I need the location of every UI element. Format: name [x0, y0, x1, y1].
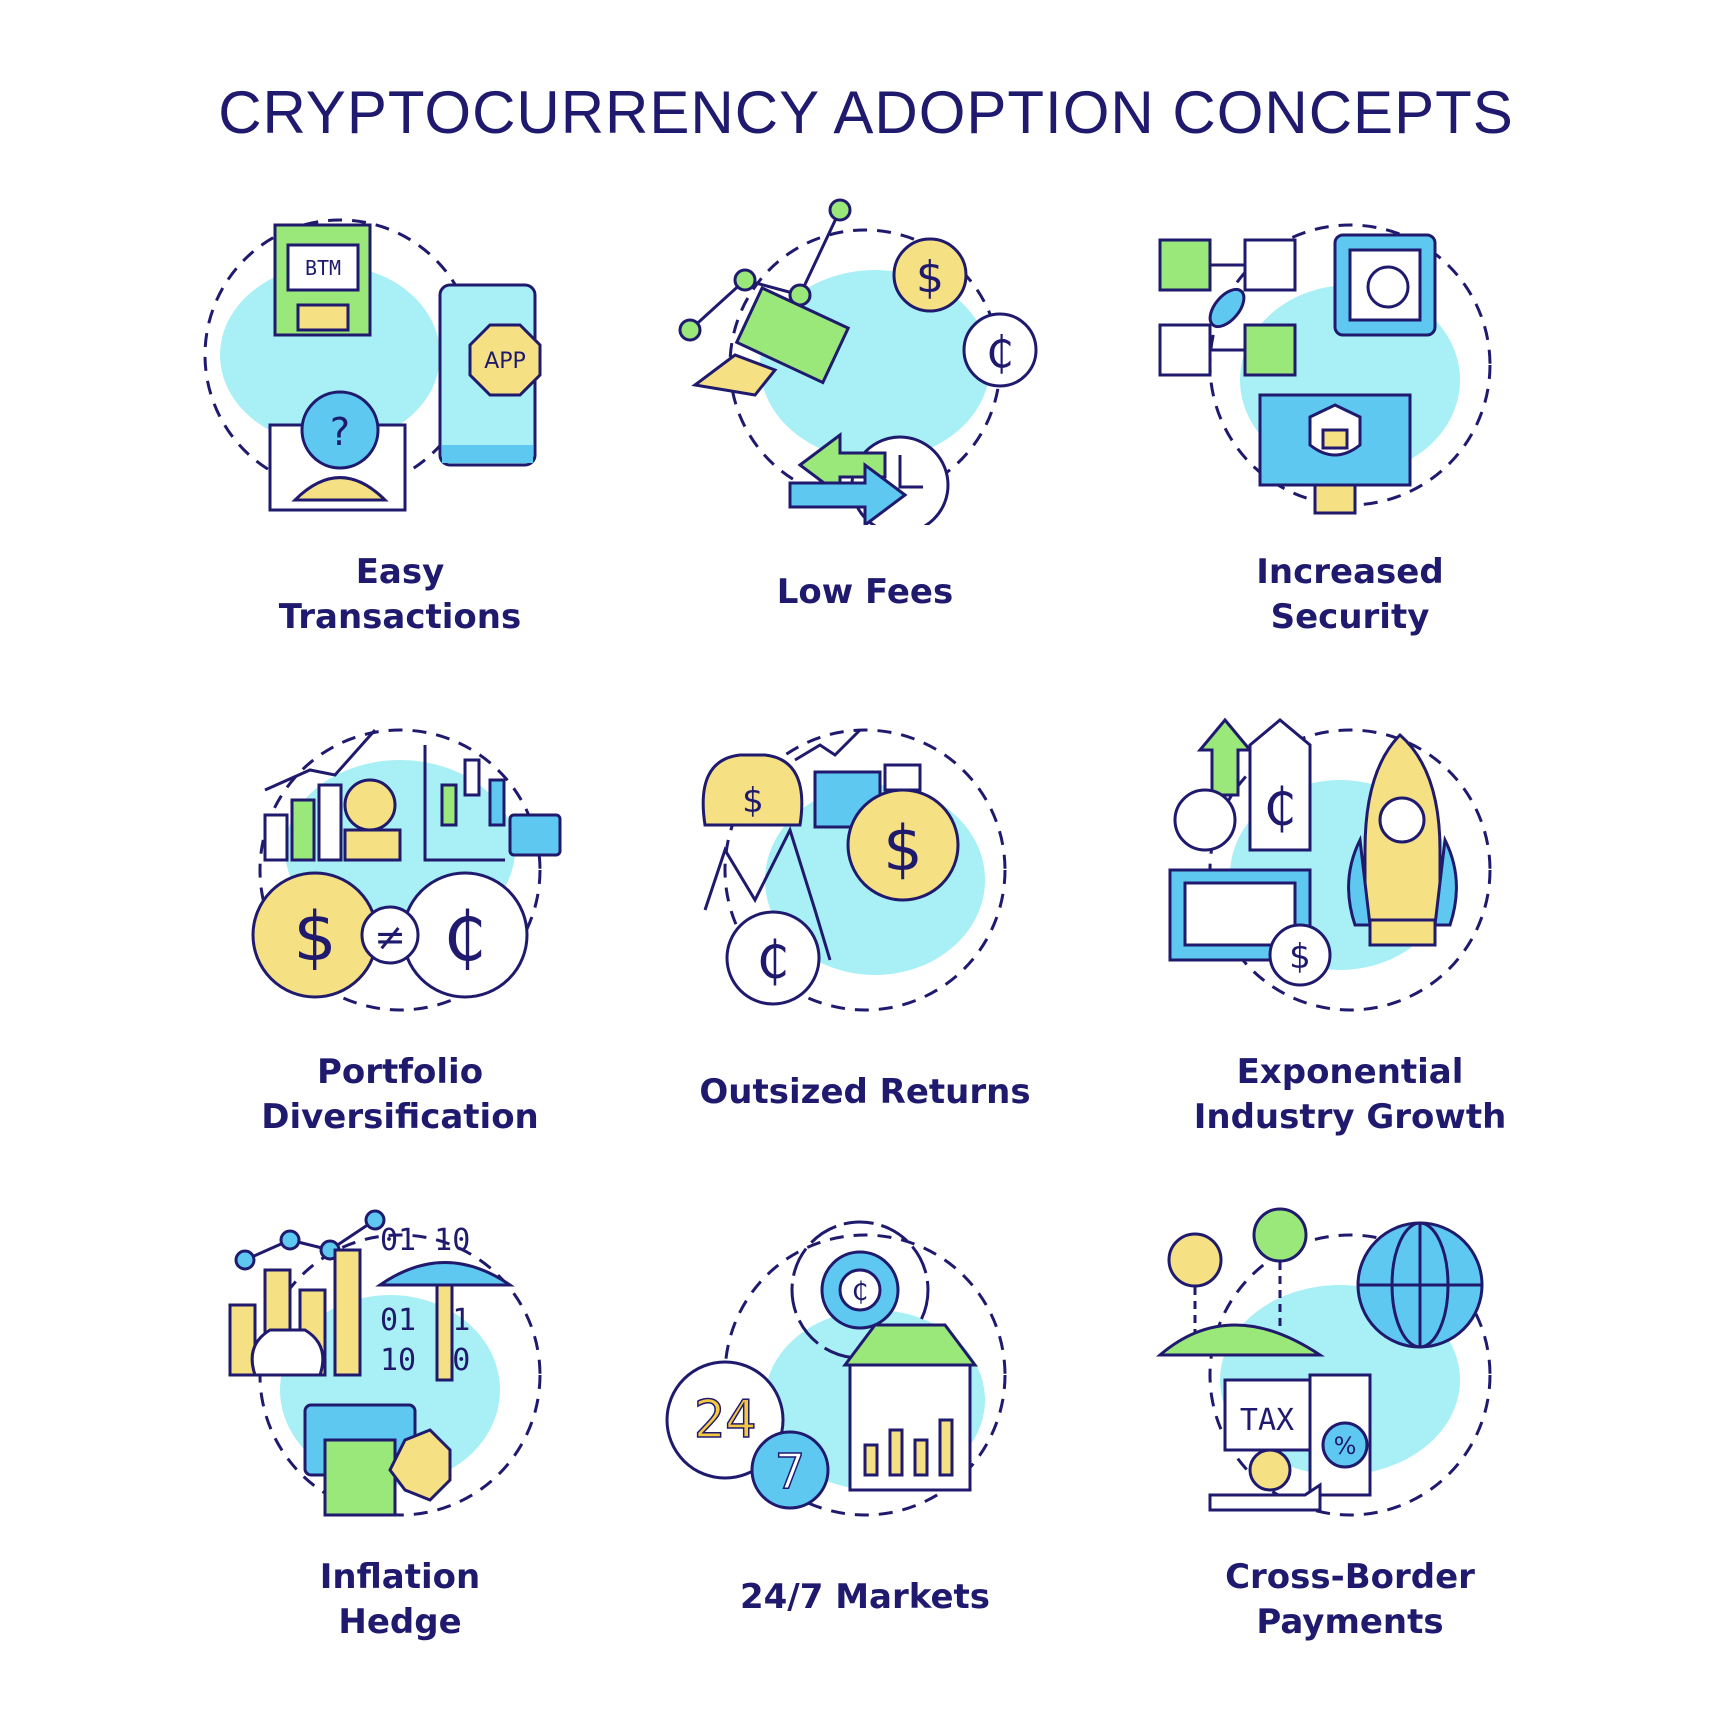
7-days-text: 7	[775, 1444, 806, 1500]
app-badge-text: APP	[484, 349, 526, 374]
concept-24-7-markets: ₵ 24 7 24/7 Markets	[645, 1205, 1085, 1655]
easy-transactions-icon: BTM APP ?	[203, 218, 542, 512]
24-hours-text: 24	[694, 1390, 757, 1450]
binary-row: 01 10	[380, 1223, 470, 1258]
increased-security-icon	[1158, 223, 1492, 515]
page-title: CRYPTOCURRENCY ADOPTION CONCEPTS	[218, 79, 1514, 146]
svg-text:$: $	[293, 898, 336, 977]
svg-text:₵: ₵	[852, 1277, 869, 1307]
concept-outsized-returns: $ ₵ $ Outsized Returns	[645, 700, 1085, 1140]
concept-label: 24/7 Markets	[739, 1577, 991, 1617]
atm-screen-text: BTM	[305, 256, 341, 280]
binary-row: 01 01	[380, 1303, 470, 1338]
portfolio-diversification-icon: $ ₵ ≠	[251, 728, 562, 1012]
svg-text:₵: ₵	[443, 898, 486, 977]
svg-text:₵: ₵	[1263, 778, 1296, 838]
svg-text:$: $	[1289, 937, 1311, 977]
svg-text:$: $	[916, 252, 944, 303]
outsized-returns-icon: $ ₵ $	[701, 728, 1007, 1012]
concept-low-fees: $ ₵ Low Fees	[645, 195, 1085, 645]
svg-text:$: $	[883, 812, 922, 885]
concept-label: Low Fees	[776, 572, 954, 612]
24-7-markets-icon: ₵ 24 7	[665, 1220, 1007, 1517]
svg-text:₵: ₵	[986, 327, 1014, 378]
svg-text:%: %	[1334, 1432, 1357, 1460]
exponential-industry-growth-icon: ₵ $	[1168, 717, 1492, 1012]
low-fees-icon: $ ₵	[678, 198, 1038, 525]
svg-text:₵: ₵	[756, 931, 789, 991]
cross-border-payments-icon: TAX %	[1155, 1207, 1492, 1517]
svg-text:$: $	[742, 781, 764, 821]
svg-text:≠: ≠	[374, 915, 406, 959]
tax-label-text: TAX	[1240, 1403, 1294, 1438]
inflation-hedge-icon: 01 10 01 01 10 10	[228, 1209, 542, 1517]
svg-text:?: ?	[330, 410, 350, 454]
concept-label: Outsized Returns	[699, 1072, 1031, 1112]
binary-row: 10 10	[380, 1343, 470, 1378]
